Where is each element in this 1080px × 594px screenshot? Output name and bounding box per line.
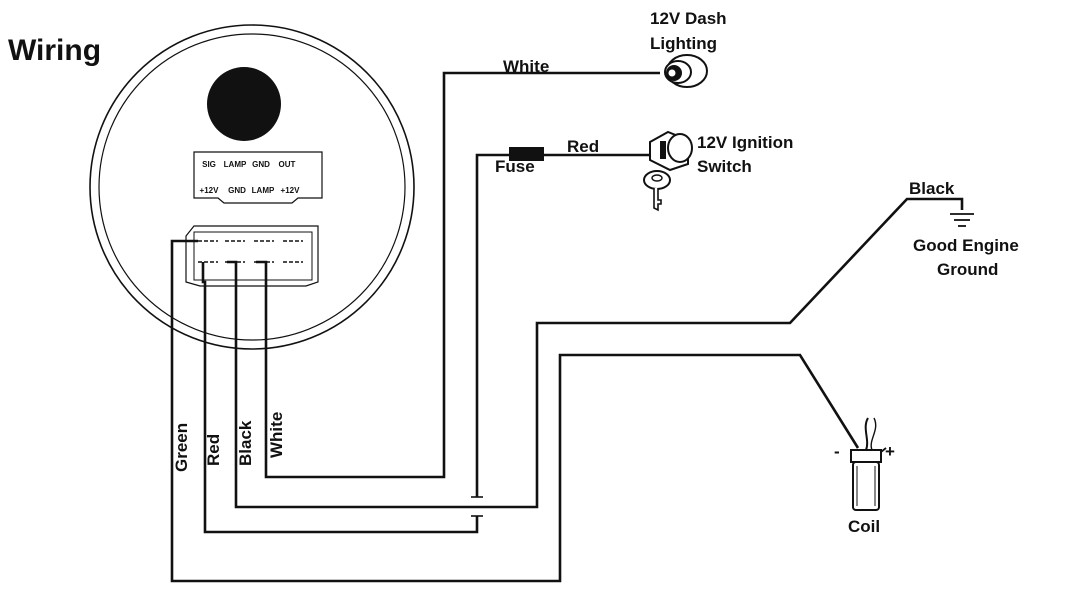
dash-lighting-label-line1: 12V Dash — [650, 9, 727, 28]
gauge-inner-ring — [98, 33, 406, 341]
pin-label: +12V — [200, 186, 220, 195]
wire-label-white-top: White — [503, 57, 549, 76]
gauge-connector — [185, 225, 319, 287]
pin-label: +12V — [281, 186, 301, 195]
pin-label: LAMP — [224, 160, 247, 169]
dash-lighting-label-line2: Lighting — [650, 34, 717, 53]
pin-label: SIG — [202, 160, 216, 169]
wires — [170, 71, 964, 583]
wire-label-black-ground: Black — [909, 179, 955, 198]
wire-black — [227, 197, 964, 509]
wire-label-green: Green — [172, 423, 191, 472]
wire-white — [256, 71, 660, 479]
pin-labels-top: SIG LAMP GND OUT — [202, 160, 295, 169]
pin-labels-bottom: +12V GND LAMP +12V — [200, 186, 301, 195]
ground-label-line2: Ground — [937, 260, 998, 279]
ground-label-line1: Good Engine — [913, 236, 1019, 255]
ignition-switch-label-line1: 12V Ignition — [697, 133, 793, 152]
coil-minus-label: - — [834, 442, 840, 461]
gauge: SIG LAMP GND OUT +12V GND LAMP +12V — [89, 24, 415, 350]
wire-red-upper — [475, 153, 510, 497]
ignition-coil-icon — [850, 417, 887, 511]
pin-label: GND — [252, 160, 270, 169]
wire-label-red: Red — [204, 434, 223, 466]
ignition-key-icon — [643, 130, 693, 212]
ignition-switch-label-line2: Switch — [697, 157, 752, 176]
wire-green — [170, 239, 860, 583]
pin-label: OUT — [279, 160, 296, 169]
pin-label: GND — [228, 186, 246, 195]
wire-red — [201, 262, 479, 534]
bulb-socket-icon — [664, 54, 708, 88]
page-title: Wiring — [8, 34, 101, 67]
coil-plus-label: + — [885, 442, 895, 461]
fuse-icon — [509, 147, 544, 161]
wire-label-white: White — [267, 412, 286, 458]
ground-symbol-icon — [950, 213, 974, 227]
pin-label: LAMP — [252, 186, 275, 195]
wire-label-red-top: Red — [567, 137, 599, 156]
fuse-label: Fuse — [495, 157, 535, 176]
pin-label-panel — [193, 151, 323, 204]
gauge-outer-ring — [89, 24, 415, 350]
coil-label: Coil — [848, 517, 880, 536]
wire-label-black: Black — [236, 420, 255, 466]
gauge-pointer-hub — [207, 67, 281, 141]
